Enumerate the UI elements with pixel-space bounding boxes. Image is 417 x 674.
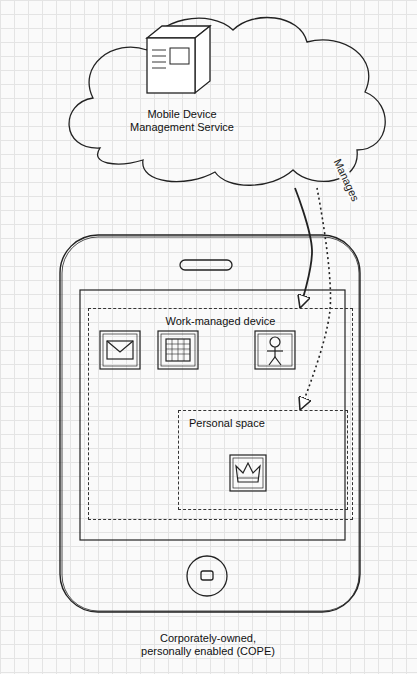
manages-arrow bbox=[295, 188, 312, 308]
calendar-icon bbox=[166, 339, 190, 361]
phone-body bbox=[60, 235, 360, 612]
server-cube bbox=[147, 38, 195, 93]
calendar-icon bbox=[178, 339, 179, 361]
contact-icon bbox=[269, 357, 281, 365]
contact-icon bbox=[255, 331, 295, 369]
work-zone: Work-managed devicePersonal space bbox=[88, 308, 353, 520]
zone-heading: Work-managed device bbox=[89, 309, 352, 328]
mail-icon bbox=[107, 341, 133, 359]
calendar-icon bbox=[158, 331, 198, 369]
server-cube bbox=[152, 62, 166, 63]
crown-icon bbox=[233, 458, 263, 488]
calendar-icon bbox=[172, 339, 173, 361]
personal-zone: Personal space bbox=[178, 410, 348, 510]
contact-icon bbox=[270, 337, 280, 347]
mail-icon bbox=[103, 334, 137, 366]
calendar-icon bbox=[158, 331, 198, 369]
home-button bbox=[187, 556, 227, 596]
server-cube bbox=[147, 26, 210, 93]
phone-body bbox=[80, 290, 345, 540]
phone-body bbox=[60, 235, 360, 612]
service-name: Mobile Device Management Service bbox=[122, 8, 242, 134]
server-cube bbox=[195, 26, 210, 93]
manages-arrow bbox=[300, 188, 331, 410]
contact-icon bbox=[258, 334, 292, 366]
caption: Corporately-owned, personally enabled (C… bbox=[138, 632, 278, 658]
contact-icon bbox=[274, 347, 275, 357]
crown-icon bbox=[238, 478, 258, 479]
phone-earpiece bbox=[180, 260, 232, 270]
mail-icon bbox=[100, 331, 140, 369]
server-cube bbox=[152, 68, 166, 69]
mail-icon bbox=[100, 331, 140, 369]
phone-earpiece bbox=[180, 260, 232, 270]
server-cube bbox=[170, 48, 189, 64]
caption-box: Corporately-owned, personally enabled (C… bbox=[138, 632, 278, 658]
crown-icon bbox=[230, 455, 266, 491]
server-cube bbox=[152, 56, 166, 57]
calendar-icon bbox=[184, 339, 185, 361]
calendar-icon bbox=[161, 334, 195, 366]
contact-icon bbox=[267, 350, 283, 351]
phone-body bbox=[62, 237, 359, 611]
crown-icon bbox=[230, 455, 266, 491]
home-button bbox=[201, 571, 213, 580]
mail-icon bbox=[107, 341, 133, 352]
server-cube bbox=[152, 50, 166, 51]
contact-icon bbox=[255, 331, 295, 369]
zone-heading: Personal space bbox=[179, 411, 347, 430]
calendar-icon bbox=[166, 339, 190, 361]
crown-icon bbox=[236, 463, 260, 482]
home-button bbox=[187, 556, 227, 596]
